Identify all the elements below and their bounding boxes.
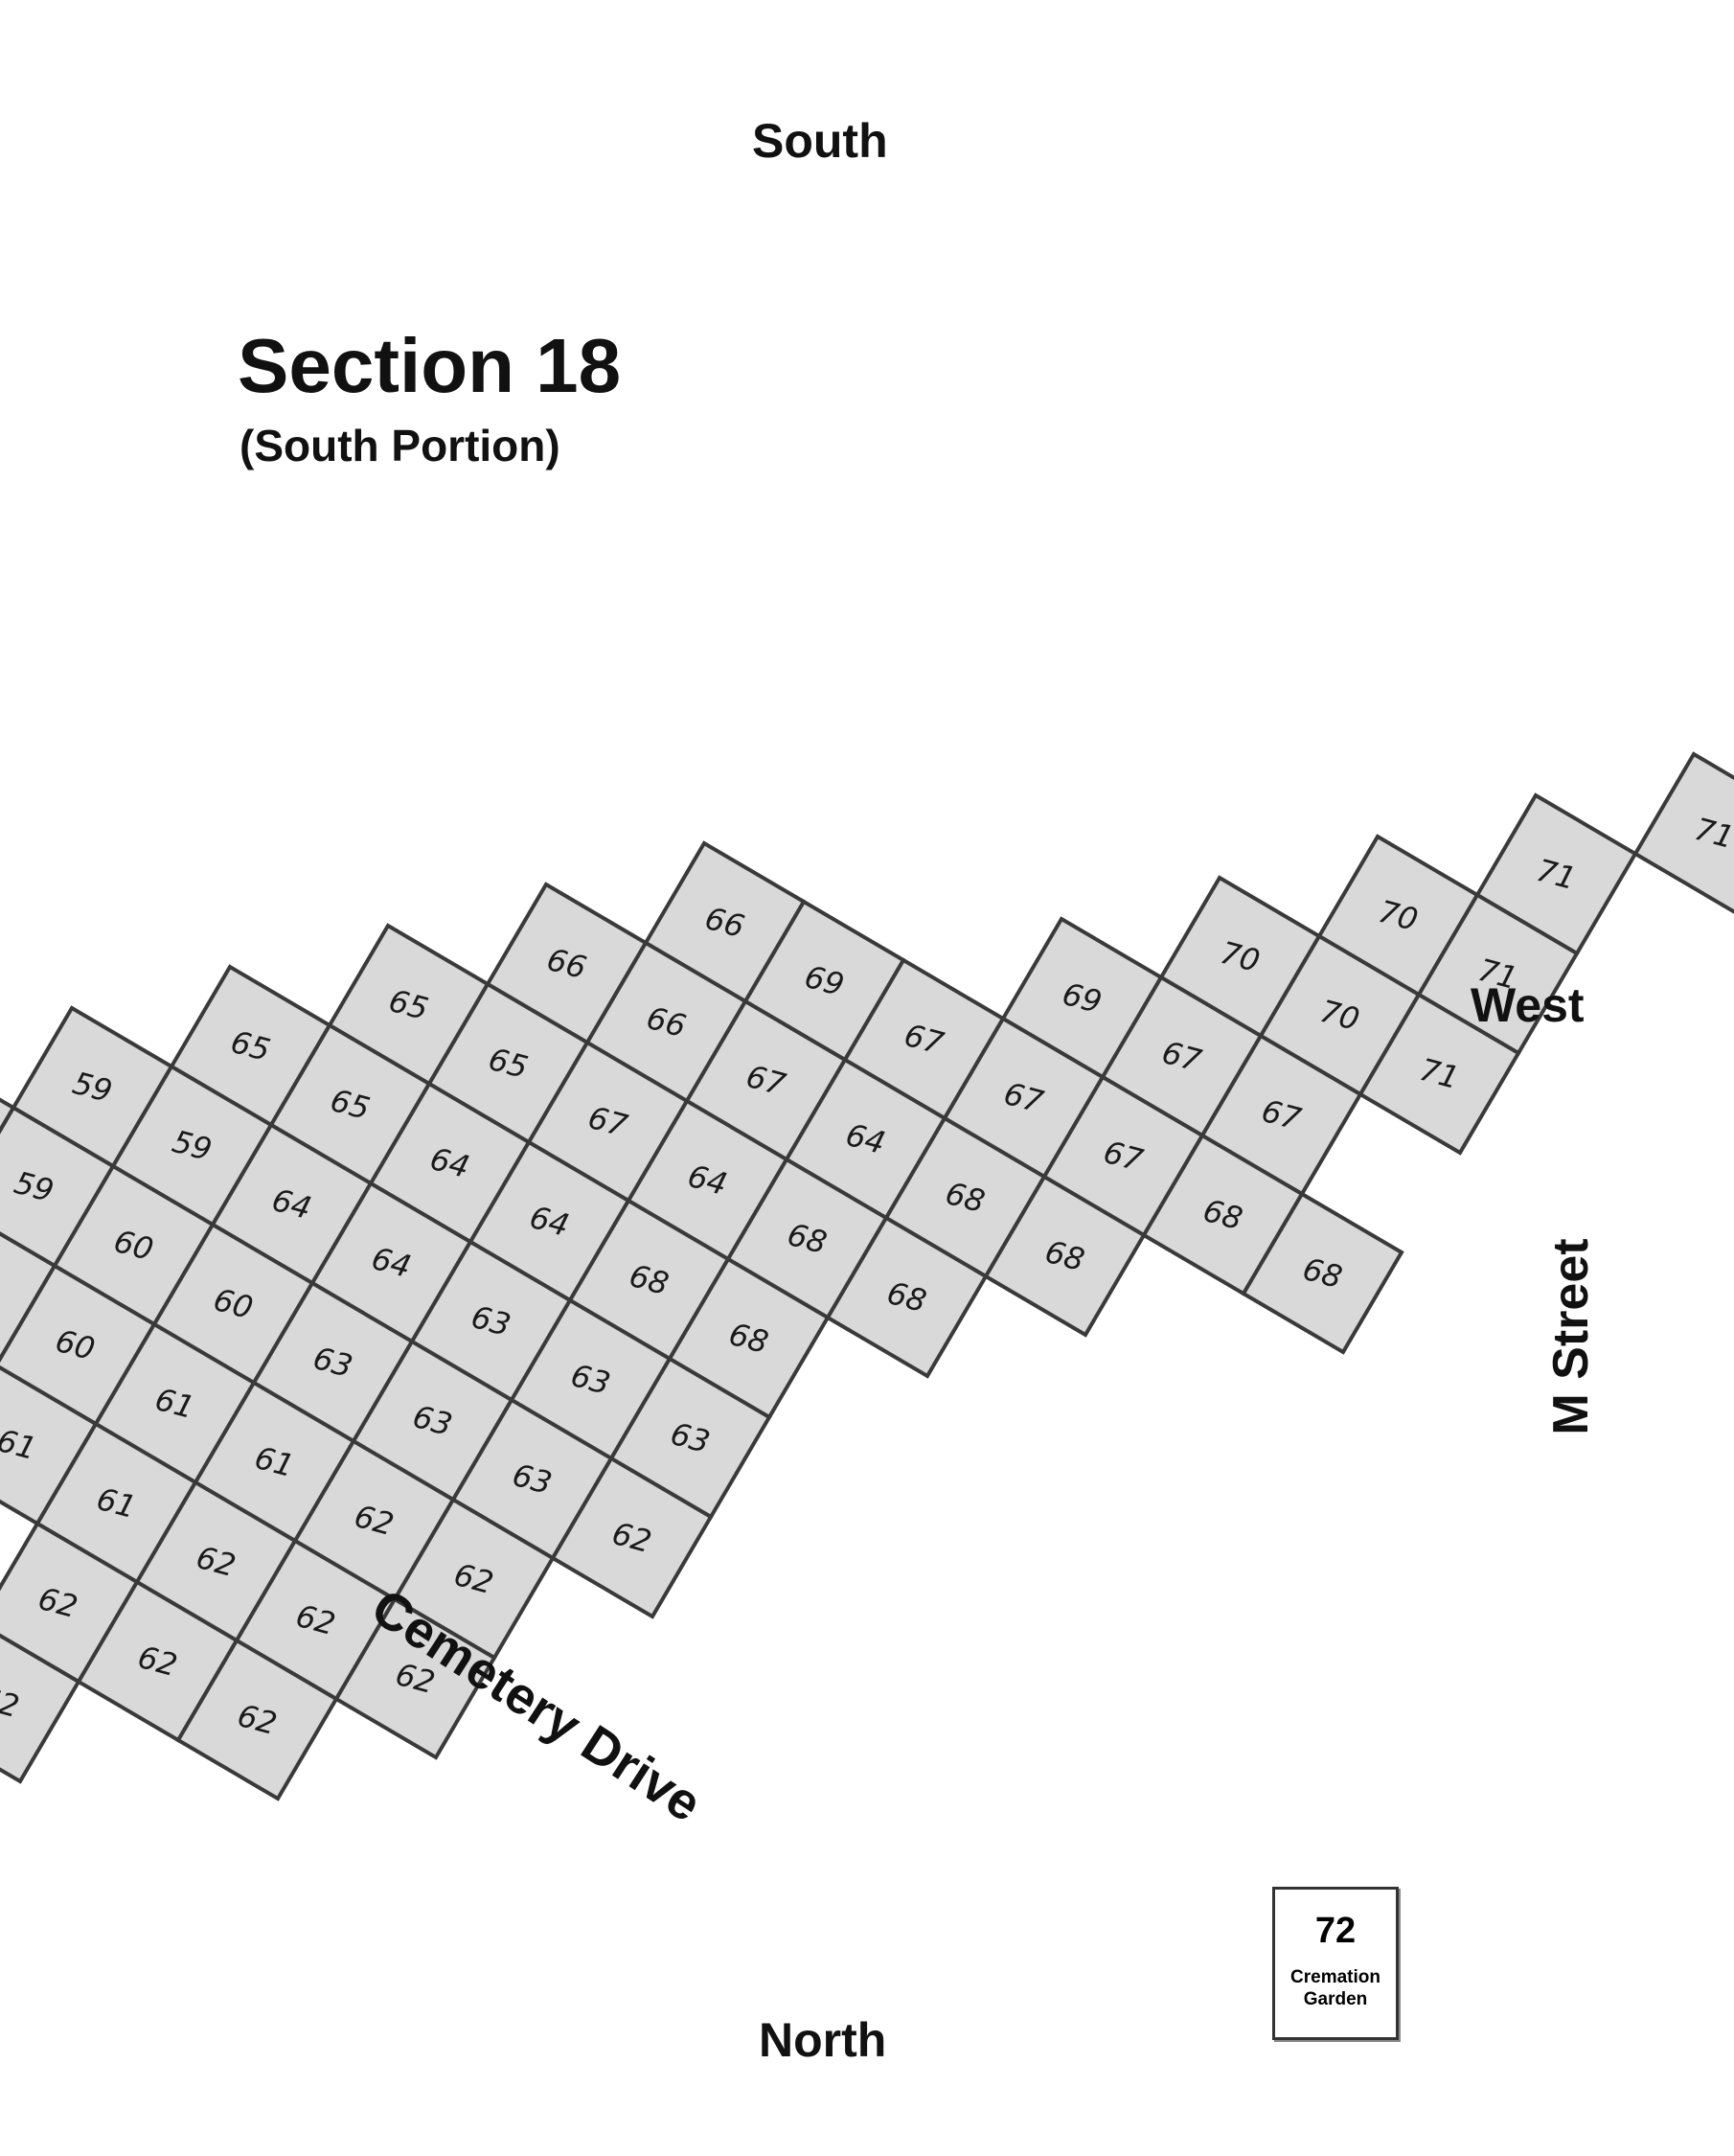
- lot-cell: [175, 1638, 339, 1801]
- lot-cell: [0, 1231, 57, 1364]
- legend-line-2: Garden: [1303, 1988, 1368, 2009]
- legend-number: 72: [1314, 1911, 1357, 1951]
- compass-west-label: West: [1471, 978, 1585, 1032]
- cremation-garden-legend: 72 Cremation Garden: [1272, 1887, 1399, 2040]
- m-street-label: M Street: [1543, 1238, 1599, 1435]
- legend-text: Cremation Garden: [1290, 1967, 1380, 2011]
- lot-cell: [825, 1215, 989, 1379]
- lot-cell: [550, 1456, 714, 1619]
- compass-north-label: North: [759, 2013, 887, 2067]
- lot-cell: [333, 1596, 497, 1760]
- compass-south-label: South: [752, 114, 888, 168]
- lot-cell: [1632, 751, 1734, 914]
- map-title: Section 18: [238, 323, 622, 408]
- map-subtitle: (South Portion): [240, 421, 560, 470]
- lot-cell: [983, 1174, 1147, 1338]
- lot-cell: [1241, 1191, 1404, 1355]
- lot-cell: [1358, 992, 1521, 1156]
- lot-cell: [0, 1633, 81, 1784]
- legend-line-1: Cremation: [1290, 1967, 1380, 1987]
